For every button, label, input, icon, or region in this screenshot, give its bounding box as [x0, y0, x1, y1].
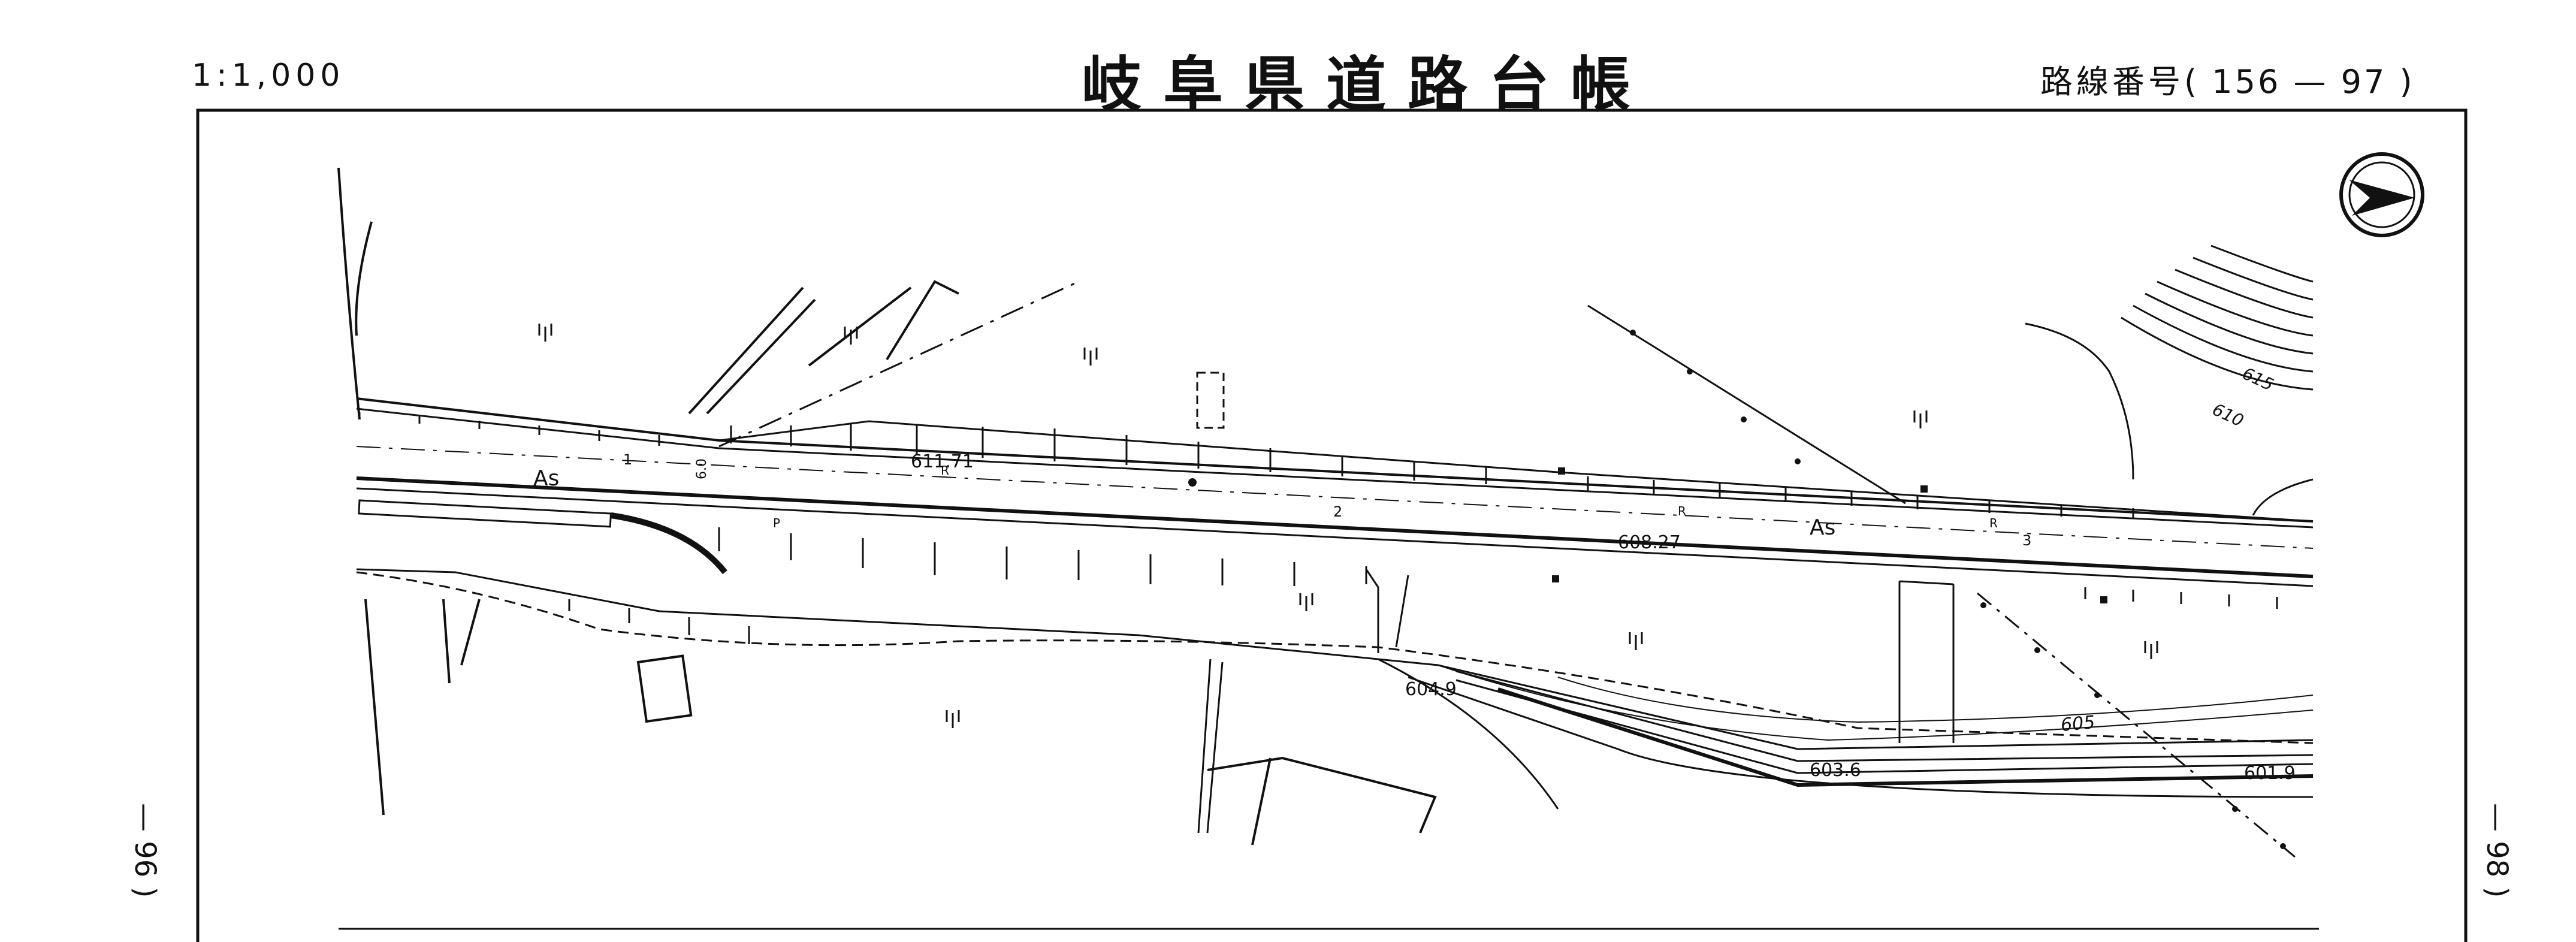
- marker-label: P: [773, 516, 780, 530]
- route-number-value: ( 156 — 97 ): [2184, 63, 2415, 101]
- elevation-label: 604.9: [1405, 679, 1457, 700]
- station-mark: 1: [623, 451, 632, 468]
- embankment-toe: [356, 571, 2314, 744]
- sheet-frame: [196, 108, 2468, 942]
- route-number: 路線番号( 156 — 97 ): [2040, 55, 2415, 102]
- vegetation-symbols: [538, 324, 2158, 728]
- terrain-left: [337, 167, 959, 816]
- bridge-piers: [1898, 580, 1955, 743]
- elevation-label: 601.9: [2244, 763, 2296, 784]
- contour-label: 615: [2239, 363, 2276, 394]
- marker-label: R: [1989, 516, 1998, 530]
- pavement-label: As: [533, 466, 559, 491]
- contour-label: 610: [2209, 399, 2246, 430]
- station-mark: 3: [2022, 532, 2031, 549]
- road-symbols: [1188, 330, 2286, 849]
- buildings: [636, 372, 1437, 846]
- map-scale: 1:1,000: [192, 58, 345, 93]
- route-number-label: 路線番号: [2040, 63, 2184, 101]
- north-arrow-icon: [2339, 152, 2424, 237]
- pavement-label: As: [1810, 515, 1835, 540]
- marker-label: R: [1678, 504, 1686, 518]
- elevation-label: 608.27: [1618, 532, 1681, 553]
- marker-label: R: [941, 463, 949, 478]
- slope-marks: [358, 412, 2278, 644]
- contour-lines: [2025, 244, 2314, 516]
- retaining-wall: [358, 499, 727, 575]
- road-width-label: 6.0: [694, 458, 709, 479]
- station-mark: 2: [1333, 503, 1342, 520]
- contour-label: 605: [2060, 712, 2096, 736]
- lower-road: [356, 568, 2314, 810]
- road-edges: [356, 397, 2314, 587]
- elevation-label: 603.6: [1810, 760, 1861, 781]
- page-title: 岐阜県道路台帳: [1082, 50, 1652, 120]
- power-lines: [718, 280, 2296, 858]
- elevation-label: 611.71: [911, 451, 974, 472]
